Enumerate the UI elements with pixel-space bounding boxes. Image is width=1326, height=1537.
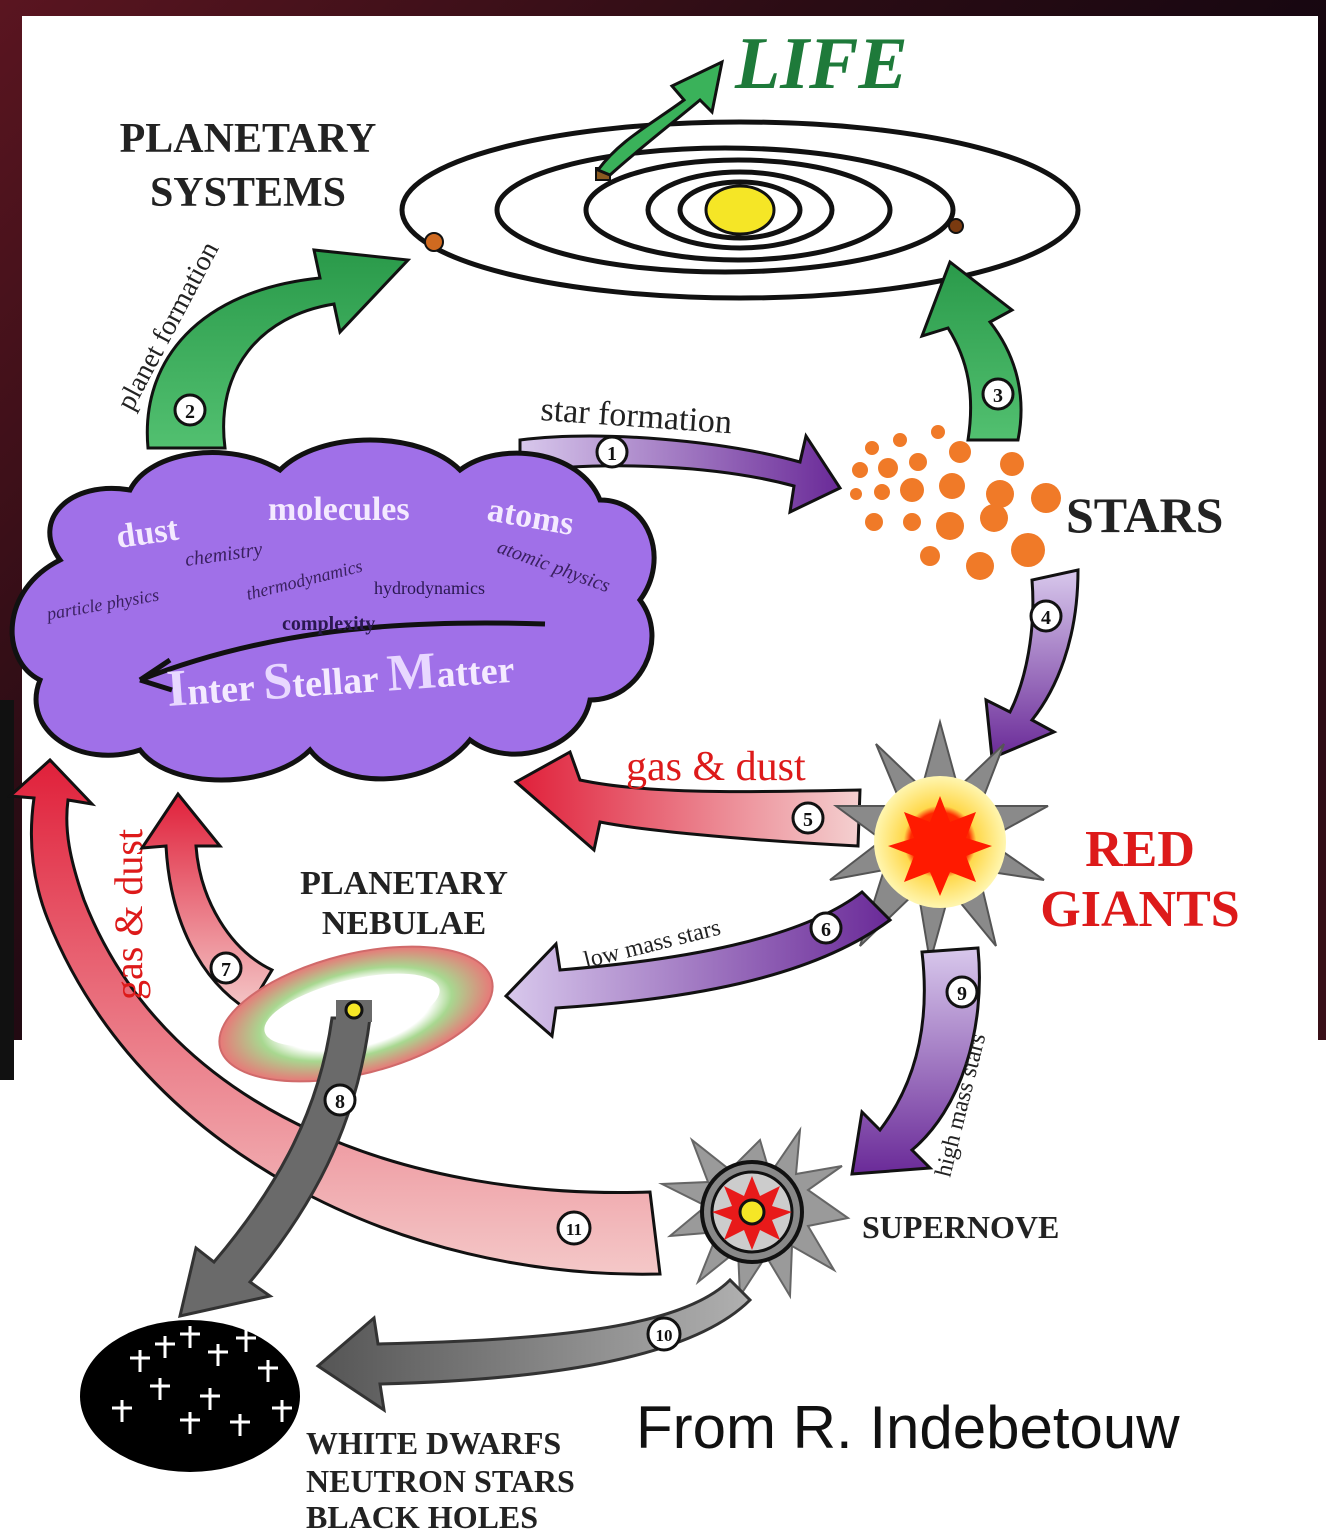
arrow-nebula-to-ism xyxy=(142,794,272,1010)
ism-rest-m: atter xyxy=(435,649,516,696)
svg-text:8: 8 xyxy=(335,1091,345,1113)
step-badge-9: 9 xyxy=(947,977,977,1007)
svg-text:9: 9 xyxy=(957,983,967,1005)
svg-text:5: 5 xyxy=(803,809,813,831)
stars-label: STARS xyxy=(1066,487,1223,543)
red-giants-label-1: RED xyxy=(1085,821,1195,878)
central-star-icon xyxy=(336,1000,372,1022)
svg-text:11: 11 xyxy=(566,1220,582,1239)
step-badge-8: 8 xyxy=(325,1085,355,1115)
remnants-label-3: BLACK HOLES xyxy=(306,1499,538,1535)
cloud-word-hydrodynamics: hydrodynamics xyxy=(374,578,485,598)
life-label: LIFE xyxy=(734,23,908,105)
step-badge-10: 10 xyxy=(648,1318,680,1350)
planetary-systems-label-1: PLANETARY xyxy=(120,116,377,162)
planet-icon xyxy=(949,219,963,233)
planetary-nebulae-label-2: NEBULAE xyxy=(322,905,486,942)
planet-icon xyxy=(425,233,443,251)
svg-text:3: 3 xyxy=(993,385,1003,407)
svg-text:4: 4 xyxy=(1041,607,1051,629)
step-badge-11: 11 xyxy=(558,1212,590,1244)
gas-dust-label-5: gas & dust xyxy=(626,744,806,790)
svg-text:7: 7 xyxy=(221,959,231,981)
arrow-supernova-to-remnants xyxy=(318,1280,750,1410)
planetary-systems-label-2: SYSTEMS xyxy=(150,170,346,216)
ism-rest-s: tellar xyxy=(291,658,389,707)
step-badge-7: 7 xyxy=(211,953,241,983)
sun-icon xyxy=(706,186,774,234)
step-badge-2: 2 xyxy=(175,395,205,425)
step-badge-5: 5 xyxy=(793,803,823,833)
stars-cluster xyxy=(850,425,1061,580)
step-badge-3: 3 xyxy=(983,379,1013,409)
cloud-word-molecules: molecules xyxy=(268,491,410,528)
red-giants-label-2: GIANTS xyxy=(1040,881,1239,938)
supernove-label: SUPERNOVE xyxy=(862,1209,1059,1245)
planetary-system xyxy=(402,122,1078,298)
ism-cap-i: I xyxy=(165,660,189,718)
life-arrow xyxy=(598,62,722,175)
svg-text:1: 1 xyxy=(607,443,617,465)
attribution-caption: From R. Indebetouw xyxy=(636,1398,1180,1458)
ism-cap-m: M xyxy=(385,642,438,702)
remnants-label-2: NEUTRON STARS xyxy=(306,1463,575,1499)
supernova-icon xyxy=(662,1130,848,1296)
star-formation-label: star formation xyxy=(539,391,733,441)
step-badge-4: 4 xyxy=(1031,601,1061,631)
ism-cap-s: S xyxy=(261,652,294,711)
planetary-nebulae-label-1: PLANETARY xyxy=(300,865,508,902)
svg-text:6: 6 xyxy=(821,919,831,941)
step-badge-1: 1 xyxy=(597,437,627,467)
cloud-word-complexity: complexity xyxy=(282,613,375,635)
remnants-label-1: WHITE DWARFS xyxy=(306,1425,561,1461)
gas-dust-label-11: gas & dust xyxy=(106,829,151,1000)
step-badge-6: 6 xyxy=(811,913,841,943)
arrow-stars-to-planets xyxy=(922,262,1021,440)
remnants-icon xyxy=(80,1320,300,1472)
arrow-stars-to-red-giants xyxy=(986,570,1078,758)
ism-rest-i: nter xyxy=(186,666,265,713)
svg-text:2: 2 xyxy=(185,401,195,423)
svg-text:10: 10 xyxy=(656,1326,673,1345)
